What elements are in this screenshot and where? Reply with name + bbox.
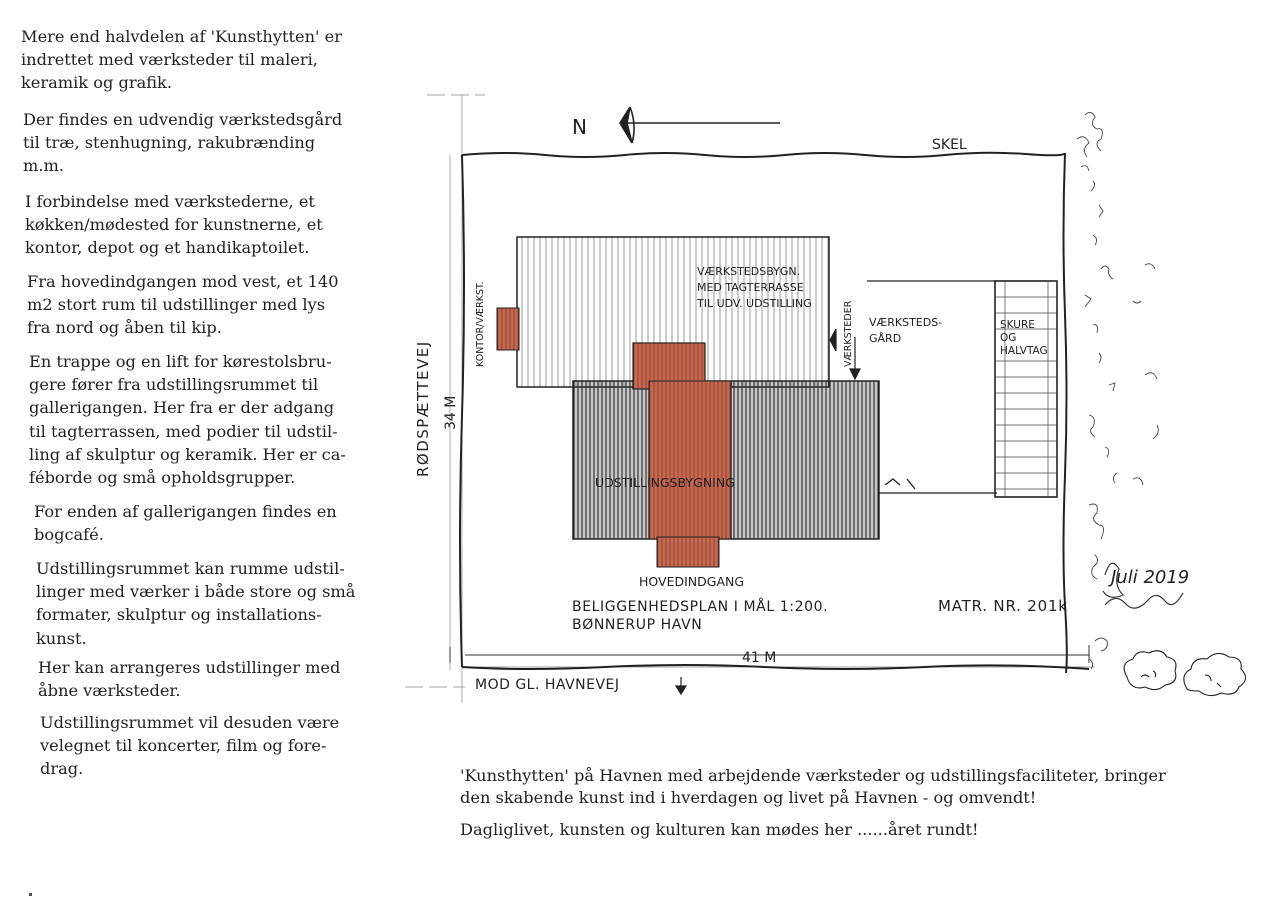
paragraph-workshops: Mere end halvdelen af 'Kunsthytten' er i…: [21, 25, 342, 95]
cadastre-label: MATR. NR. 201k: [938, 597, 1068, 615]
text-line: Her kan arrangeres udstillinger med: [38, 658, 341, 677]
width-dimension: 41 M: [742, 650, 776, 666]
left-text-column: Mere end halvdelen af 'Kunsthytten' er i…: [0, 0, 380, 900]
office-label: KONTOR/VÆRKST.: [475, 281, 486, 367]
text-line: bogcafé.: [34, 525, 104, 545]
text-line: 'Kunsthytten' på Havnen med arbejdende v…: [460, 766, 1166, 785]
text-line: Der findes en udvendig værkstedsgård: [23, 110, 343, 129]
text-line: velegnet til koncerter, film og fore-: [40, 736, 327, 756]
gallery-corridor: [648, 380, 732, 540]
text-line: féborde og små opholdsgrupper.: [29, 468, 296, 488]
text-line: gere fører fra udstillingsrummet til: [29, 375, 319, 395]
text-line: kontor, depot og et handikaptoilet.: [25, 238, 310, 258]
office-block: [496, 307, 520, 351]
label-line: OG: [1000, 332, 1016, 344]
signature: Juli 2019: [1102, 562, 1189, 609]
text-line: formater, skulptur og installations-: [36, 605, 322, 625]
location-label: BØNNERUP HAVN: [572, 617, 702, 633]
paragraph-capacity: Udstillingsrummet kan rumme udstil- ling…: [36, 557, 355, 650]
text-line: Dagliglivet, kunsten og kulturen kan mød…: [460, 820, 979, 839]
text-line: En trappe og en lift for kørestolsbru-: [29, 352, 332, 371]
label-line: VÆRKSTEDS-: [869, 316, 942, 329]
boundary-label: SKEL: [932, 137, 967, 153]
text-line: Udstillingsrummet kan rumme udstil-: [36, 559, 345, 578]
site-plan-drawing: N SKEL RØDSPÆTTEVEJ 34 M KONTOR/VÆRKST. …: [405, 94, 1247, 703]
text-line: indrettet med værksteder til maleri,: [21, 50, 318, 70]
paragraph-workshop-yard: Der findes en udvendig værkstedsgård til…: [23, 108, 342, 178]
text-line: For enden af gallerigangen findes en: [34, 502, 337, 521]
label-line: MED TAGTERRASSE: [697, 281, 804, 294]
text-line: gallerigangen. Her fra er der adgang: [29, 398, 335, 418]
label-line: GÅRD: [869, 332, 901, 345]
text-line: I forbindelse med værkstederne, et: [25, 192, 315, 211]
road-arrow-icon: [674, 677, 688, 696]
north-arrow-icon: [619, 106, 780, 144]
height-dimension: 34 M: [443, 396, 459, 430]
workshop-building-label: VÆRKSTEDSBYGN. MED TAGTERRASSE TIL UDV. …: [696, 265, 812, 310]
text-line: Mere end halvdelen af 'Kunsthytten' er: [21, 27, 342, 46]
shed-grid: [994, 280, 1058, 498]
text-line: keramik og grafik.: [21, 73, 173, 93]
site-plan-label: BELIGGENHEDSPLAN I MÅL 1:200.: [572, 598, 828, 615]
workshop-label: VÆRKSTEDER: [843, 300, 854, 367]
text-line: fra nord og åben til kip.: [27, 318, 222, 338]
main-entrance-block: [656, 536, 720, 568]
text-line: ling af skulptur og keramik. Her er ca-: [29, 444, 346, 464]
page-marker: [29, 893, 32, 896]
paragraph-gallery: En trappe og en lift for kørestolsbru- g…: [29, 350, 346, 489]
caption-paragraph: 'Kunsthytten' på Havnen med arbejdende v…: [460, 765, 1166, 809]
text-line: til tagterrassen, med podier til udstil-: [29, 421, 338, 441]
text-line: m.m.: [23, 156, 64, 176]
entrance-arrow-icon: [829, 328, 861, 381]
road-label: RØDSPÆTTEVEJ: [414, 340, 432, 477]
vegetation-sketch: [1076, 112, 1159, 670]
site-boundary: [459, 151, 1090, 674]
paragraph-bookcafe: For enden af gallerigangen findes en bog…: [34, 500, 337, 546]
text-line: kunst.: [36, 628, 87, 648]
main-entrance-label: HOVEDINDGANG: [639, 574, 744, 589]
exhibition-building-label: UDSTILLINGSBYGNING: [595, 475, 735, 490]
text-line: Udstillingsrummet vil desuden være: [40, 713, 340, 732]
text-line: til træ, stenhugning, rakubrænding: [23, 133, 316, 153]
workshop-yard-label: VÆRKSTEDS- GÅRD: [869, 316, 946, 345]
north-label: N: [572, 115, 587, 139]
text-line: drag.: [40, 759, 84, 779]
workshop-yard: [867, 280, 997, 494]
shrub-icon: [1123, 650, 1177, 691]
label-line: VÆRKSTEDSBYGN.: [697, 265, 800, 278]
text-line: Fra hovedindgangen mod vest, et 140: [27, 272, 339, 291]
paragraph-open-workshops: Her kan arrangeres udstillinger med åbne…: [38, 656, 340, 702]
text-line: m2 stort rum til udstillinger med lys: [27, 295, 326, 315]
text-line: åbne værksteder.: [38, 681, 181, 701]
text-line: køkken/mødested for kunstnerne, et: [25, 215, 323, 235]
lower-road-label: MOD GL. HAVNEVEJ: [475, 677, 620, 693]
shed-label: SKURE OG HALVTAG: [1000, 319, 1048, 357]
label-line: HALVTAG: [1000, 345, 1048, 357]
label-line: SKURE: [1000, 319, 1035, 331]
signature-date: Juli 2019: [1108, 567, 1189, 588]
caption-paragraph: Dagliglivet, kunsten og kulturen kan mød…: [460, 819, 979, 841]
text-line: linger med værker i både store og små: [36, 582, 356, 602]
shrub-icon: [1183, 652, 1247, 697]
width-dimension-line: [449, 645, 1090, 663]
text-line: den skabende kunst ind i hverdagen og li…: [460, 788, 1037, 807]
paragraph-facilities: I forbindelse med værkstederne, et køkke…: [25, 190, 323, 260]
label-line: TIL UDV. UDSTILLING: [696, 297, 812, 310]
paragraph-exhibition-room: Fra hovedindgangen mod vest, et 140 m2 s…: [27, 270, 339, 340]
paragraph-concerts: Udstillingsrummet vil desuden være veleg…: [40, 711, 339, 781]
